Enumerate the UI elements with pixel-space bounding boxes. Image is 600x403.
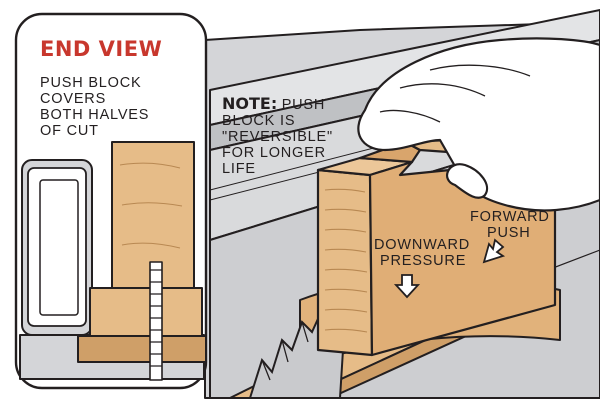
note-line-4: FOR LONGER: [222, 146, 326, 161]
note-first-line: PUSH: [282, 97, 326, 113]
note-line-2: BLOCK IS: [222, 114, 295, 129]
forward-push-label-line-2: PUSH: [487, 226, 531, 241]
downward-pressure-label-line-1: DOWNWARD: [374, 238, 470, 253]
note-line-3: "REVERSIBLE": [222, 130, 333, 145]
end-view-title: END VIEW: [40, 38, 162, 60]
end-view-caption-line-2: COVERS: [40, 92, 106, 107]
downward-pressure-label-line-2: PRESSURE: [380, 254, 466, 269]
note-label: NOTE:: [222, 94, 277, 113]
end-view-caption-line-4: OF CUT: [40, 124, 99, 139]
note-line-5: LIFE: [222, 162, 256, 177]
end-view-caption-line-1: PUSH BLOCK: [40, 76, 141, 91]
end-view-caption-line-3: BOTH HALVES: [40, 108, 149, 123]
end-view-inset: [16, 14, 206, 388]
note-heading: NOTE: PUSH: [222, 96, 325, 114]
forward-push-label-line-1: FORWARD: [470, 210, 550, 225]
